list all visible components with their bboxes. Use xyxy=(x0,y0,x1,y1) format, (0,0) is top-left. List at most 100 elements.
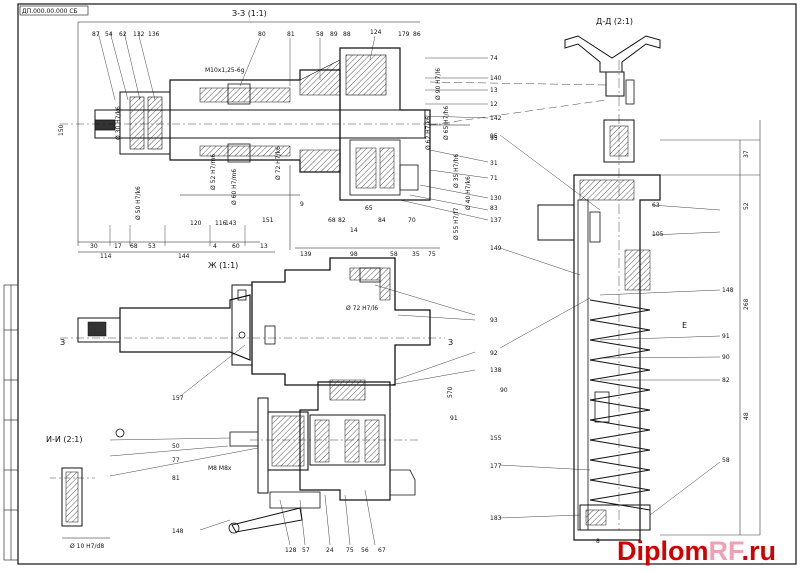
callout-label: 81 xyxy=(172,475,180,482)
callout-label: 80 xyxy=(258,31,266,38)
callout-label: 149 xyxy=(490,245,502,252)
callout-label: 89 xyxy=(330,31,338,38)
callout-label: 155 xyxy=(490,435,502,442)
callout-label: 90 xyxy=(722,354,730,361)
callout-label: 268 xyxy=(743,298,750,310)
callout-label: 132 xyxy=(133,31,145,38)
cut-mark-left: З xyxy=(60,338,65,347)
callout-label: 179 xyxy=(398,31,410,38)
view-e-label: Е xyxy=(682,321,687,330)
callout-label: 50 xyxy=(172,443,180,450)
callout-label: Ø 52 H7/m6 xyxy=(210,154,217,190)
callout-label: 35 xyxy=(412,251,420,258)
callout-label: Ø 90 H7/l6 xyxy=(435,68,442,100)
callout-label: 56 xyxy=(361,547,369,554)
left-margin-strip xyxy=(3,284,19,561)
callout-label: Ø 35 H7/h6 xyxy=(453,154,460,188)
section-zz-title: З-З (1:1) xyxy=(232,9,267,18)
callout-label: 60 xyxy=(232,243,240,250)
callout-label: 13 xyxy=(490,87,498,94)
view-zh: Ж (1:1) З З xyxy=(60,257,476,546)
watermark: DiplomRF.ru xyxy=(617,536,776,566)
callout-label: 148 xyxy=(172,528,184,535)
view-zh-title: Ж (1:1) xyxy=(208,261,238,270)
callout-label: 139 xyxy=(300,251,312,258)
callout-label: 157 xyxy=(172,395,184,402)
stamp-box xyxy=(19,5,89,16)
callout-label: 148 xyxy=(722,287,734,294)
callout-label: 81 xyxy=(287,31,295,38)
callout-label: 17 xyxy=(114,243,122,250)
callout-label: 13 xyxy=(260,243,268,250)
callout-label: 177 xyxy=(490,463,502,470)
svg-text:DiplomRF.ru: DiplomRF.ru xyxy=(617,536,776,566)
callout-label: Ø 30 H7/k6 xyxy=(115,106,122,140)
callout-label: 53 xyxy=(148,243,156,250)
callout-label: Ø 65 H7/h6 xyxy=(443,106,450,140)
callout-label: 95 xyxy=(490,133,498,140)
section-zz-view: З-З (1:1) xyxy=(60,9,489,253)
callout-label: 68 xyxy=(328,217,336,224)
callout-label: 143 xyxy=(225,220,237,227)
callout-label: 54 xyxy=(105,31,113,38)
cut-mark-right: З xyxy=(448,338,453,347)
callout-label: 137 xyxy=(490,217,502,224)
callout-label: M10x1,25-6g xyxy=(205,67,245,74)
callout-label: 4 xyxy=(213,243,217,250)
callout-label: 105 xyxy=(652,231,664,238)
callout-label: 58 xyxy=(722,457,730,464)
callout-label: 14 xyxy=(350,227,358,234)
watermark-part1: Diplom xyxy=(617,536,709,566)
callout-label: 75 xyxy=(346,547,354,554)
callout-label: 9 xyxy=(300,201,304,208)
callout-label: 62 xyxy=(119,31,127,38)
callout-label: 70 xyxy=(408,217,416,224)
callout-label: Ø 72 H7/k6 xyxy=(275,146,282,180)
callout-label: 136 xyxy=(148,31,160,38)
callout-label: 84 xyxy=(378,217,386,224)
callout-label: 91 xyxy=(450,415,458,422)
callout-label: 114 xyxy=(100,253,112,260)
callout-label: 65 xyxy=(365,205,373,212)
callout-label: 98 xyxy=(350,251,358,258)
callout-label: 138 xyxy=(490,367,502,374)
callout-label: 82 xyxy=(338,217,346,224)
callout-label: 75 xyxy=(428,251,436,258)
callout-label: Ø 72 H7/l6 xyxy=(346,305,378,312)
callout-label: 71 xyxy=(490,175,498,182)
callout-label: 8 xyxy=(596,538,600,545)
callout-label: 90 xyxy=(500,387,508,394)
callout-label: 91 xyxy=(722,333,730,340)
callout-label: 58 xyxy=(390,251,398,258)
callout-label: 183 xyxy=(490,515,502,522)
callout-label: 92 xyxy=(490,350,498,357)
callout-label: 124 xyxy=(370,29,382,36)
callout-label: 88 xyxy=(343,31,351,38)
callout-label: 142 xyxy=(490,115,502,122)
callout-label: Ø 40 H7/k6 xyxy=(465,176,472,210)
callout-label: 116 xyxy=(215,220,227,227)
callout-label: Ø 10 H7/d8 xyxy=(70,543,104,550)
callout-label: Ø 60 H7/m6 xyxy=(231,169,238,205)
callout-label: 82 xyxy=(722,377,730,384)
callout-label: 150 xyxy=(58,124,65,136)
callout-label: 31 xyxy=(490,160,498,167)
callout-label: 95 xyxy=(490,135,498,142)
callout-label: 30 xyxy=(90,243,98,250)
callout-label: 77 xyxy=(172,457,180,464)
section-dd-title: Д-Д (2:1) xyxy=(596,17,633,26)
section-dd-view: Д-Д (2:1) xyxy=(429,17,761,541)
callout-label: Ø 62 H7/k6 xyxy=(425,116,432,150)
callout-label: 74 xyxy=(490,55,498,62)
callout-label: 87 xyxy=(92,31,100,38)
callout-label: 128 xyxy=(285,547,297,554)
stamp-text: ДП.000.00.000 СБ xyxy=(22,8,78,15)
spring xyxy=(589,299,651,511)
callout-label: 24 xyxy=(326,547,334,554)
callout-label: 48 xyxy=(743,412,750,420)
callout-label: 68 xyxy=(130,243,138,250)
callout-label: 67 xyxy=(378,547,386,554)
callout-label: Ø 50 H7/k6 xyxy=(135,186,142,220)
